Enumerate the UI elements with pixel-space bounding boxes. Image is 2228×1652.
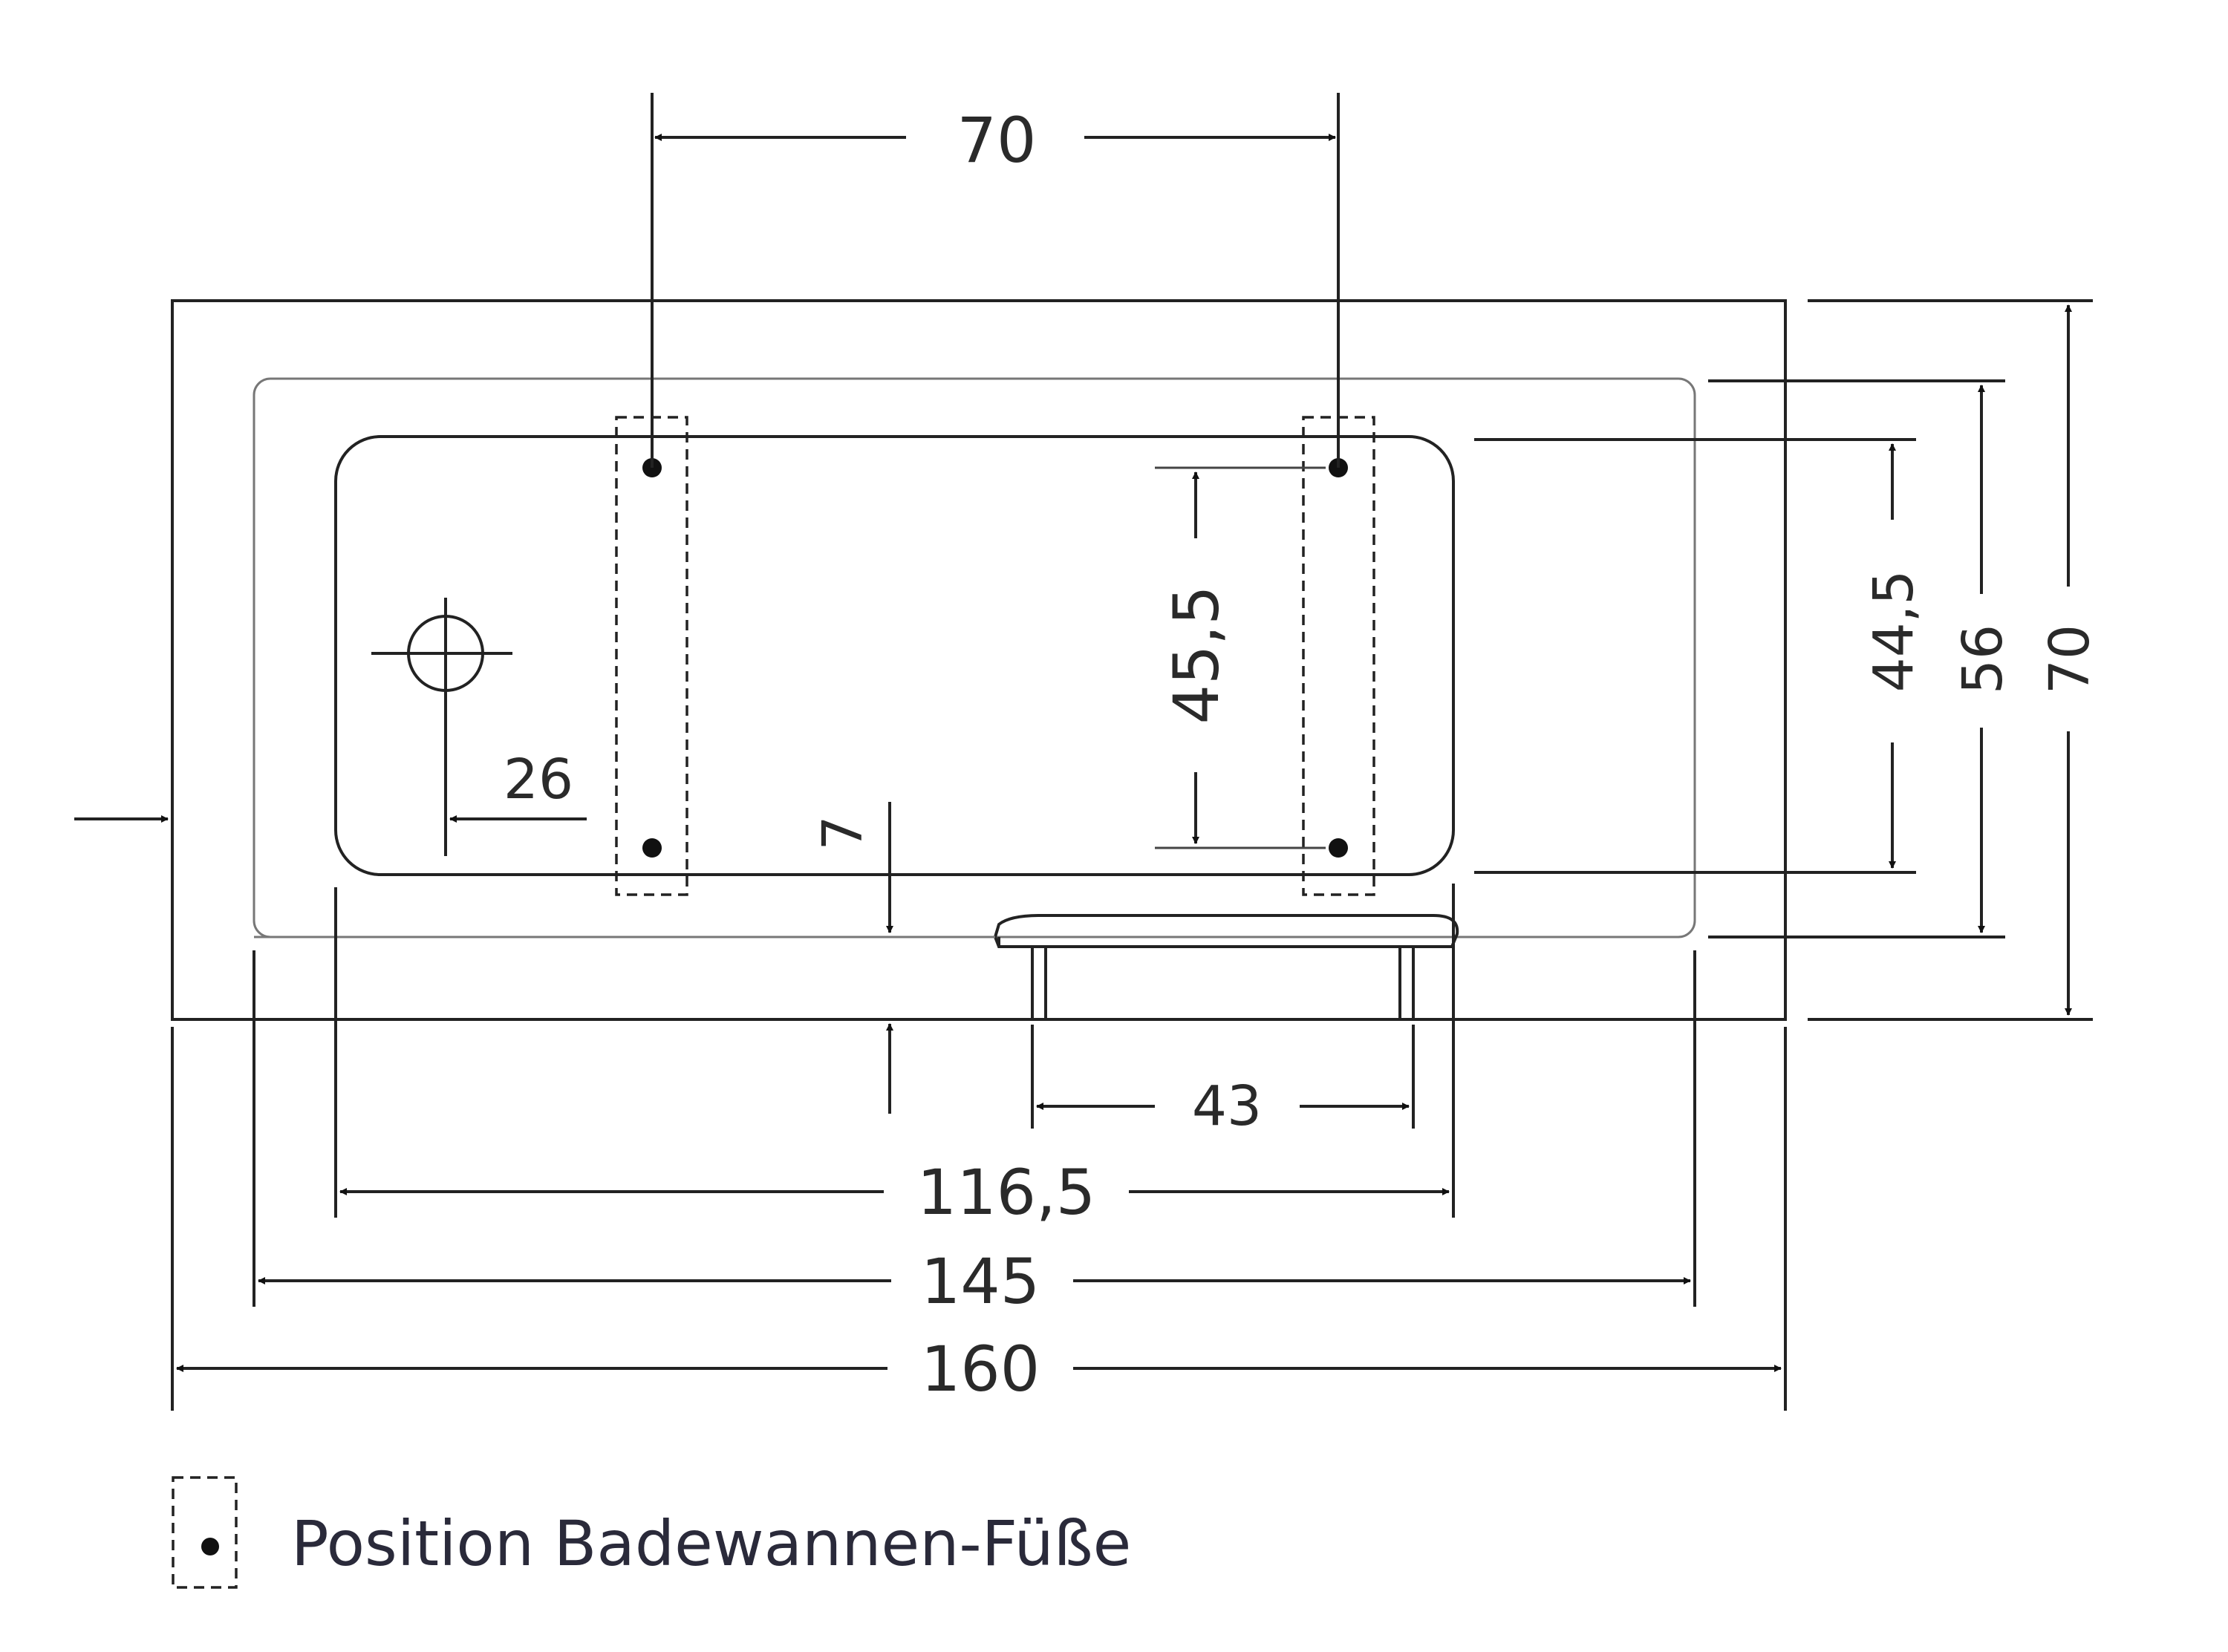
legend: Position Badewannen-Füße bbox=[172, 1476, 1131, 1589]
dimension-inner-length: 116,5 bbox=[339, 1156, 1450, 1229]
foot-bracket-left bbox=[615, 416, 688, 896]
dim-label-44-5: 44,5 bbox=[1862, 570, 1926, 693]
rim-outline bbox=[253, 377, 1696, 938]
seat-ledge bbox=[993, 914, 1459, 1019]
dim-label-43: 43 bbox=[1192, 1074, 1262, 1138]
outer-tub-outline bbox=[171, 299, 1787, 1021]
dim-label-145: 145 bbox=[921, 1245, 1040, 1318]
dimension-inner-height: 44,5 bbox=[1862, 443, 1926, 869]
dimension-seat-width: 43 bbox=[1036, 1074, 1410, 1138]
foot-bracket-right bbox=[1302, 416, 1375, 896]
legend-foot-dot bbox=[201, 1538, 219, 1555]
dim-label-56: 56 bbox=[1951, 624, 2015, 694]
dim-label-26: 26 bbox=[504, 748, 573, 812]
basin-outline bbox=[334, 435, 1455, 876]
dimension-mid-height: 56 bbox=[1951, 385, 2015, 933]
drain-symbol bbox=[371, 598, 512, 856]
dimension-outer-height: 70 bbox=[2038, 304, 2102, 1016]
dim-label-160: 160 bbox=[921, 1333, 1040, 1405]
dim-label-top-70: 70 bbox=[957, 104, 1037, 177]
foot-dot bbox=[1329, 838, 1348, 858]
dimension-rim-to-ledge: 7 bbox=[811, 802, 893, 1114]
legend-label: Position Badewannen-Füße bbox=[291, 1507, 1131, 1580]
dimension-top-feet-spacing: 70 bbox=[651, 93, 1340, 468]
dim-label-45-5: 45,5 bbox=[1160, 585, 1233, 724]
dim-label-116-5: 116,5 bbox=[917, 1156, 1095, 1229]
dim-label-outer-70: 70 bbox=[2038, 624, 2102, 694]
dimension-outer-length: 160 bbox=[176, 1333, 1782, 1405]
foot-dot bbox=[642, 838, 662, 858]
dimension-feet-vertical: 45,5 bbox=[1155, 466, 1326, 849]
dimension-mid-length: 145 bbox=[258, 1245, 1691, 1318]
dim-label-7: 7 bbox=[811, 815, 875, 850]
dimension-drain-offset: 26 bbox=[449, 748, 587, 823]
legend-foot-symbol bbox=[172, 1476, 238, 1589]
